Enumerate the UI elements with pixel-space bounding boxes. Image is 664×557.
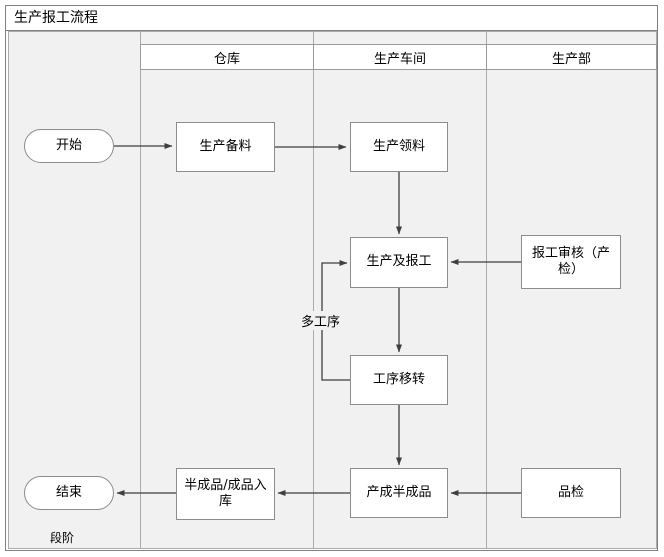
process-transfer-node: 工序移转 xyxy=(350,355,448,405)
material-pick-node: 生产领料 xyxy=(350,122,448,172)
diagram-title: 生产报工流程 xyxy=(6,6,657,31)
phase-label: 段阶 xyxy=(50,531,75,545)
produce-report-node: 生产及报工 xyxy=(350,237,448,288)
lane-header-warehouse: 仓库 xyxy=(140,44,314,70)
end-node: 结束 xyxy=(24,476,114,510)
report-audit-node: 报工审核（产检） xyxy=(521,235,621,289)
lane-header-workshop: 生产车间 xyxy=(313,44,487,70)
quality-check-node: 品检 xyxy=(521,468,621,518)
lane-divider-1 xyxy=(140,31,141,549)
semi-finished-node: 产成半成品 xyxy=(350,468,448,518)
material-prep-node: 生产备料 xyxy=(176,122,275,172)
lane-header-production-dept: 生产部 xyxy=(486,44,657,70)
warehouse-in-node: 半成品/成品入库 xyxy=(176,468,275,520)
lane-divider-3 xyxy=(486,31,487,549)
lane-divider-2 xyxy=(313,31,314,549)
start-node: 开始 xyxy=(24,129,114,163)
multi-process-label: 多工序 xyxy=(299,311,343,330)
